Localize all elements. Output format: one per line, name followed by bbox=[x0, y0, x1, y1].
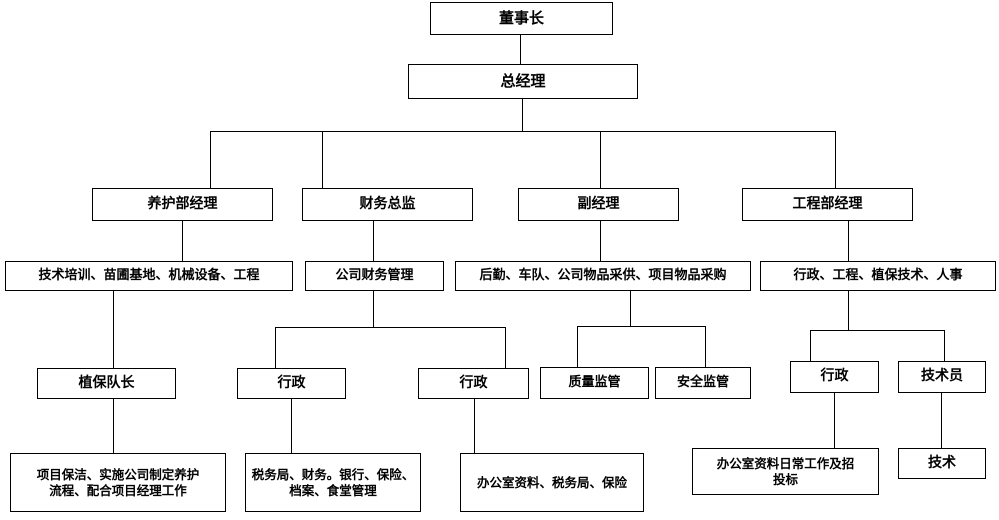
node-maintenance-duties[interactable]: 技术培训、苗圃基地、机械设备、工程 bbox=[5, 261, 293, 291]
node-quality-supervision[interactable]: 质量监管 bbox=[540, 367, 649, 399]
node-finance-admin-1-duties[interactable]: 税务局、财务。银行、保险、档案、食堂管理 bbox=[245, 453, 421, 512]
node-finance-admin-1-label: 行政 bbox=[277, 374, 306, 391]
node-engineering-duties-label: 行政、工程、植保技术、人事 bbox=[793, 267, 963, 283]
connector-maintenance-duties-to-leader bbox=[113, 290, 114, 368]
connector-engineering-to-duties bbox=[848, 220, 849, 261]
node-finance-admin-1-duties-line2: 档案、食堂管理 bbox=[289, 482, 377, 498]
node-finance-admin-2-label: 行政 bbox=[459, 374, 488, 391]
node-technician-duties[interactable]: 技术 bbox=[898, 448, 986, 479]
node-finance-admin-1-duties-line1: 税务局、财务。银行、保险、 bbox=[251, 466, 415, 482]
node-plant-protection-leader[interactable]: 植保队长 bbox=[37, 368, 176, 399]
connector-deputy-bus-to-safety bbox=[705, 326, 706, 368]
node-technician-label: 技术员 bbox=[921, 368, 963, 385]
node-finance-duties[interactable]: 公司财务管理 bbox=[305, 261, 444, 291]
node-finance-duties-label: 公司财务管理 bbox=[335, 267, 414, 283]
node-quality-supervision-label: 质量监管 bbox=[568, 374, 621, 390]
connector-leader-to-duties bbox=[113, 398, 114, 453]
node-engineering-admin-label: 行政 bbox=[820, 368, 849, 385]
node-plant-protection-duties-label: 项目保洁、实施公司制定养护流程、配合项目经理工作 bbox=[14, 467, 222, 499]
node-engineering-manager[interactable]: 工程部经理 bbox=[742, 188, 913, 221]
node-engineering-admin-duties[interactable]: 办公室资料日常工作及招投标 bbox=[692, 448, 879, 495]
node-chairman-label: 董事长 bbox=[498, 8, 544, 27]
node-safety-supervision[interactable]: 安全监管 bbox=[655, 367, 751, 399]
connector-finance-duties-drop bbox=[373, 290, 374, 328]
node-plant-protection-leader-label: 植保队长 bbox=[78, 374, 135, 391]
node-engineering-admin-duties-line1: 办公室资料日常工作及招 bbox=[716, 455, 855, 471]
connector-admin2-to-duties bbox=[474, 398, 475, 453]
node-general-manager-label: 总经理 bbox=[500, 71, 546, 90]
node-finance-admin-1-duties-label: 税务局、财务。银行、保险、档案、食堂管理 bbox=[249, 467, 417, 499]
node-engineering-manager-label: 工程部经理 bbox=[792, 195, 863, 212]
connector-eng-admin-to-duties bbox=[834, 392, 835, 448]
connector-engineering-bus-to-technician bbox=[944, 330, 945, 362]
node-chairman[interactable]: 董事长 bbox=[430, 2, 613, 35]
connector-finance-bus-to-admin2 bbox=[505, 327, 506, 368]
node-plant-protection-duties-line2: 流程、配合项目经理工作 bbox=[49, 482, 187, 498]
node-finance-director-label: 财务总监 bbox=[359, 195, 416, 212]
connector-deputy-duties-drop bbox=[630, 290, 631, 327]
connector-finance-to-duties bbox=[373, 220, 374, 261]
connector-bus-to-maintenance bbox=[210, 131, 211, 188]
node-deputy-manager-label: 副经理 bbox=[577, 195, 620, 212]
node-plant-protection-duties[interactable]: 项目保洁、实施公司制定养护流程、配合项目经理工作 bbox=[10, 453, 226, 512]
connector-technician-to-duties bbox=[941, 392, 942, 448]
node-safety-supervision-label: 安全监管 bbox=[676, 374, 729, 390]
node-engineering-duties[interactable]: 行政、工程、植保技术、人事 bbox=[760, 261, 996, 291]
node-maintenance-duties-label: 技术培训、苗圃基地、机械设备、工程 bbox=[38, 267, 260, 283]
connector-bus-to-engineering bbox=[835, 131, 836, 188]
node-deputy-manager[interactable]: 副经理 bbox=[518, 188, 679, 221]
node-engineering-admin-duties-label: 办公室资料日常工作及招投标 bbox=[696, 456, 875, 488]
connector-deputy-bus bbox=[577, 326, 706, 327]
connector-level2-bus bbox=[210, 131, 836, 132]
node-maintenance-manager-label: 养护部经理 bbox=[147, 195, 218, 212]
connector-bus-to-deputy bbox=[600, 131, 601, 188]
node-maintenance-manager[interactable]: 养护部经理 bbox=[92, 188, 273, 221]
node-finance-director[interactable]: 财务总监 bbox=[302, 188, 473, 221]
node-technician[interactable]: 技术员 bbox=[898, 361, 986, 393]
node-technician-duties-label: 技术 bbox=[928, 454, 956, 471]
connector-finance-bus bbox=[275, 327, 506, 328]
node-deputy-duties[interactable]: 后勤、车队、公司物品采供、项目物品采购 bbox=[455, 261, 751, 291]
node-plant-protection-duties-line1: 项目保洁、实施公司制定养护 bbox=[36, 466, 200, 482]
connector-engineering-duties-drop bbox=[848, 290, 849, 331]
node-engineering-admin-duties-line2: 投标 bbox=[772, 471, 798, 487]
connector-engineering-bus-to-admin bbox=[810, 330, 811, 362]
connector-admin1-to-duties bbox=[291, 398, 292, 453]
node-finance-admin-1[interactable]: 行政 bbox=[237, 368, 346, 399]
node-deputy-duties-label: 后勤、车队、公司物品采供、项目物品采购 bbox=[479, 267, 727, 283]
connector-maintenance-to-duties bbox=[182, 220, 183, 261]
node-finance-admin-2[interactable]: 行政 bbox=[418, 368, 529, 399]
connector-chairman-to-gm bbox=[520, 34, 521, 65]
connector-deputy-bus-to-quality bbox=[577, 326, 578, 368]
connector-finance-bus-to-admin1 bbox=[275, 327, 276, 368]
connector-bus-to-finance bbox=[322, 131, 323, 188]
node-general-manager[interactable]: 总经理 bbox=[408, 64, 638, 99]
node-engineering-admin[interactable]: 行政 bbox=[790, 361, 879, 393]
node-finance-admin-2-duties[interactable]: 办公室资料、税务局、保险 bbox=[460, 453, 644, 512]
node-finance-admin-2-duties-label: 办公室资料、税务局、保险 bbox=[476, 474, 627, 490]
connector-gm-to-bus bbox=[522, 98, 523, 132]
connector-deputy-to-duties bbox=[600, 220, 601, 261]
connector-engineering-bus bbox=[810, 330, 945, 331]
